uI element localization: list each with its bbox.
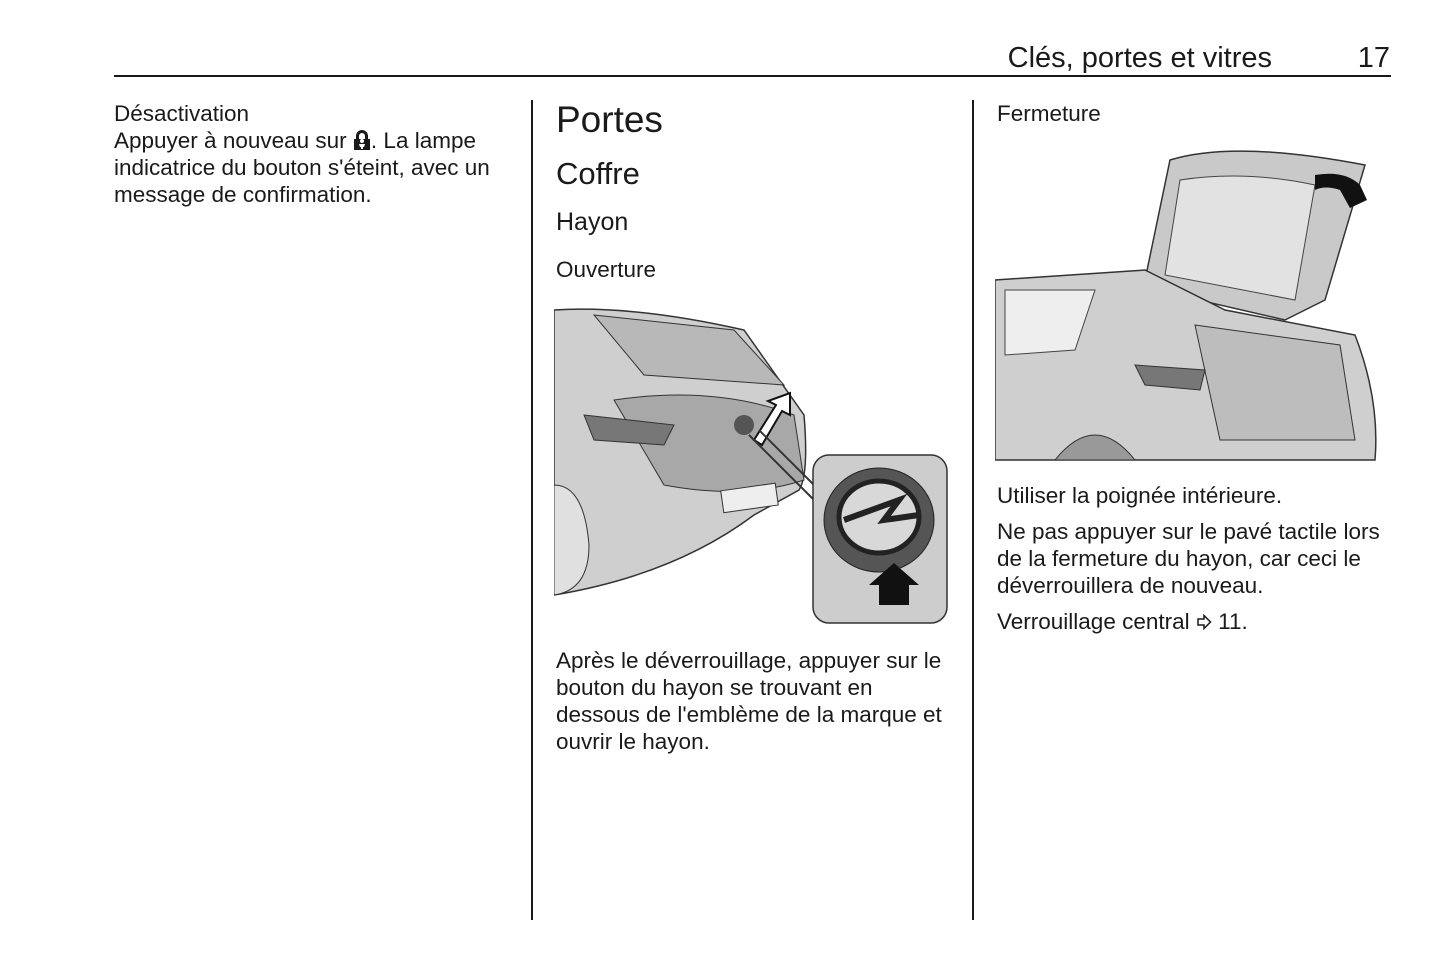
cross-reference[interactable]: Verrouillage central 11. (997, 608, 1393, 635)
paragraph: Utiliser la poignée intérieure. (997, 483, 1283, 508)
chapter-title: Clés, portes et vitres (1007, 42, 1272, 74)
column-divider (531, 100, 533, 920)
arrow-right-outline-icon (1197, 613, 1212, 631)
right-text: Utiliser la poignée intérieure. Ne pas a… (997, 482, 1393, 635)
crossref-page[interactable]: 11. (1218, 609, 1248, 634)
paragraph: Appuyer à nouveau sur . La lampe indicat… (114, 127, 514, 208)
heading-ouverture: Ouverture (556, 257, 657, 282)
section-coffre: Coffre (556, 156, 640, 191)
paragraph: Ne pas appuyer sur le pavé tactile lors … (997, 519, 1380, 598)
title-portes: Portes (556, 99, 663, 140)
text: . La lampe indicatrice du bouton s'étein… (114, 128, 490, 207)
heading-desactivation: Désactivation (114, 101, 250, 126)
crossref-text: Verrouillage central (997, 609, 1196, 634)
text: Appuyer à nouveau sur (114, 128, 353, 153)
header-rule (114, 75, 1391, 77)
column-divider (972, 100, 974, 920)
tailgate-button-illustration (554, 305, 950, 627)
middle-column: Portes Coffre Hayon Ouverture (556, 98, 948, 283)
paragraph: Après le déverrouillage, appuyer sur le … (556, 648, 942, 754)
subsection-hayon: Hayon (556, 208, 629, 236)
left-column: Désactivation Appuyer à nouveau sur . La… (114, 100, 514, 208)
heading-fermeture: Fermeture (997, 101, 1101, 126)
child-lock-icon (353, 130, 370, 150)
page-number: 17 (1357, 42, 1390, 74)
tailgate-closing-illustration (995, 140, 1379, 462)
